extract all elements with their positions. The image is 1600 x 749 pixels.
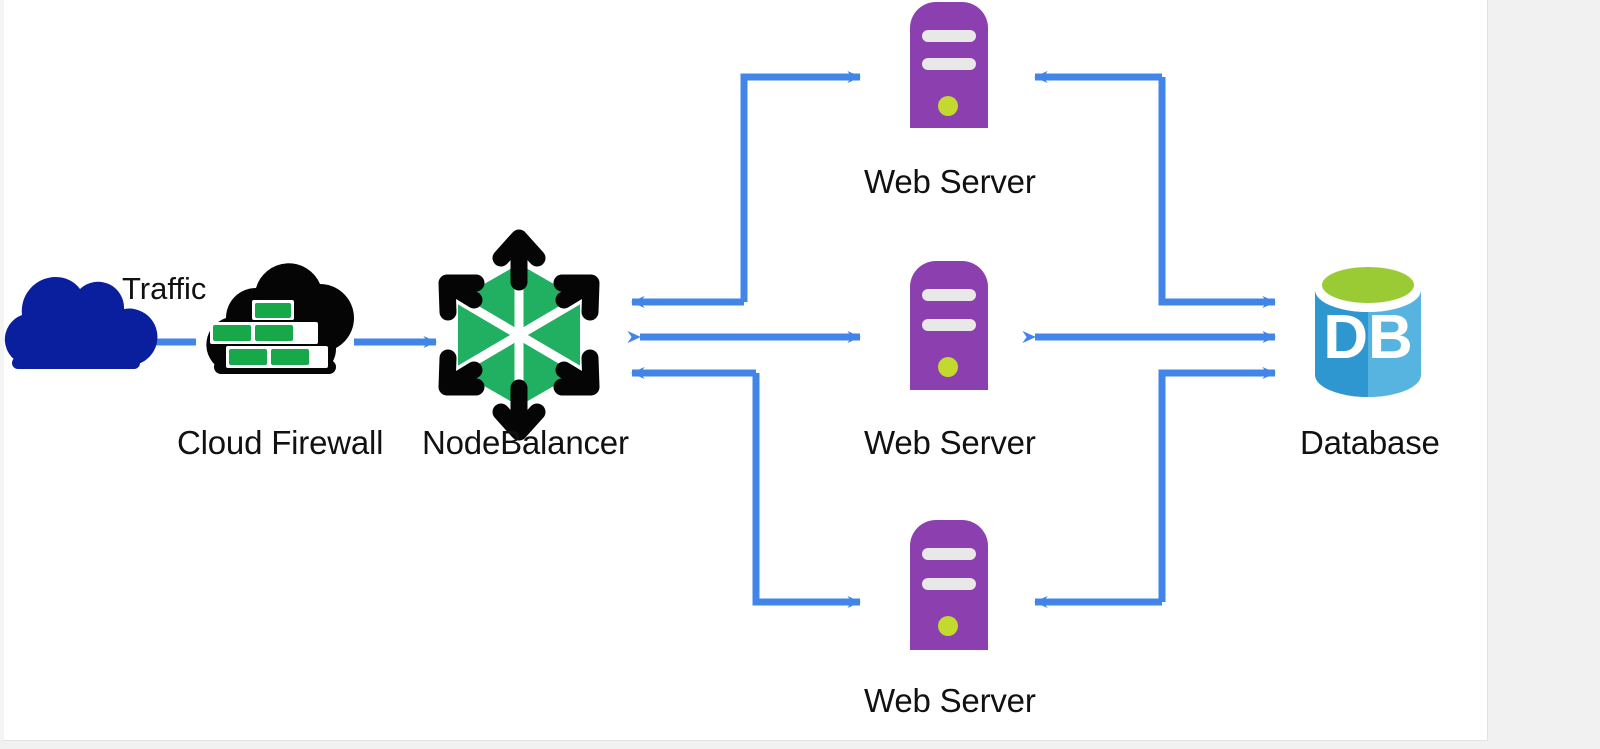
server-icon-top xyxy=(910,2,988,128)
label-nodebalancer: NodeBalancer xyxy=(422,424,629,461)
database-glyph: DB xyxy=(1323,303,1413,372)
edge-balancer-to-web-top xyxy=(631,71,861,308)
label-web-server-bottom: Web Server xyxy=(864,682,1036,719)
label-web-server-top: Web Server xyxy=(864,163,1036,200)
label-cloud-firewall: Cloud Firewall xyxy=(177,424,384,461)
server-icon-bottom xyxy=(910,520,988,650)
server-bar xyxy=(922,58,976,70)
server-led xyxy=(938,616,958,636)
firewall-icon xyxy=(206,263,354,374)
server-bar xyxy=(922,30,976,42)
server-led xyxy=(938,357,958,377)
server-bar xyxy=(922,548,976,560)
edge-web-top-to-database xyxy=(1034,71,1276,308)
nodebalancer-icon xyxy=(438,229,600,441)
server-bar xyxy=(922,319,976,331)
edge-balancer-to-web-bottom xyxy=(631,367,861,608)
architecture-diagram: DB xyxy=(4,2,1421,650)
edge-web-bottom-to-database xyxy=(1034,367,1276,608)
server-led xyxy=(938,96,958,116)
server-bar xyxy=(922,289,976,301)
server-icon-middle xyxy=(910,261,988,390)
label-database: Database xyxy=(1300,424,1440,461)
server-bar xyxy=(922,578,976,590)
database-icon: DB xyxy=(1315,267,1421,397)
cloud-icon xyxy=(4,276,158,369)
label-web-server-middle: Web Server xyxy=(864,424,1036,461)
diagram-canvas: DB Traffic Cloud Firewall NodeBalancer W… xyxy=(0,0,1488,741)
label-traffic: Traffic xyxy=(122,271,207,306)
